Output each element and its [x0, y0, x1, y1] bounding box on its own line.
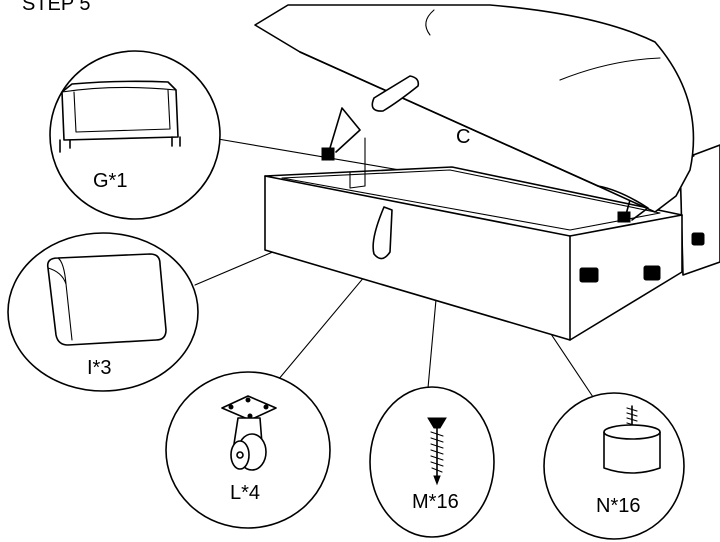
part-label-i: I*3	[87, 357, 111, 379]
component-label: C	[456, 126, 470, 148]
storage-bed-illustration: C	[254, 4, 720, 341]
part-bubble-i: I*3	[7, 232, 199, 392]
part-bubble-l: L*4	[165, 371, 331, 529]
caster-wheel-icon	[221, 395, 277, 471]
part-label-l: L*4	[230, 482, 260, 504]
part-bubble-n: N*16	[543, 392, 685, 540]
screw-icon	[427, 417, 447, 486]
cushion-icon	[46, 253, 167, 346]
foot-pad-icon	[603, 405, 661, 474]
part-label-n: N*16	[596, 495, 640, 517]
part-bubble-m: M*16	[369, 386, 495, 538]
part-label-m: M*16	[412, 491, 459, 513]
step-title: STEP 5	[22, 0, 91, 15]
headboard-icon	[59, 80, 181, 153]
part-label-g: G*1	[93, 170, 127, 192]
part-bubble-g: G*1	[49, 50, 221, 220]
